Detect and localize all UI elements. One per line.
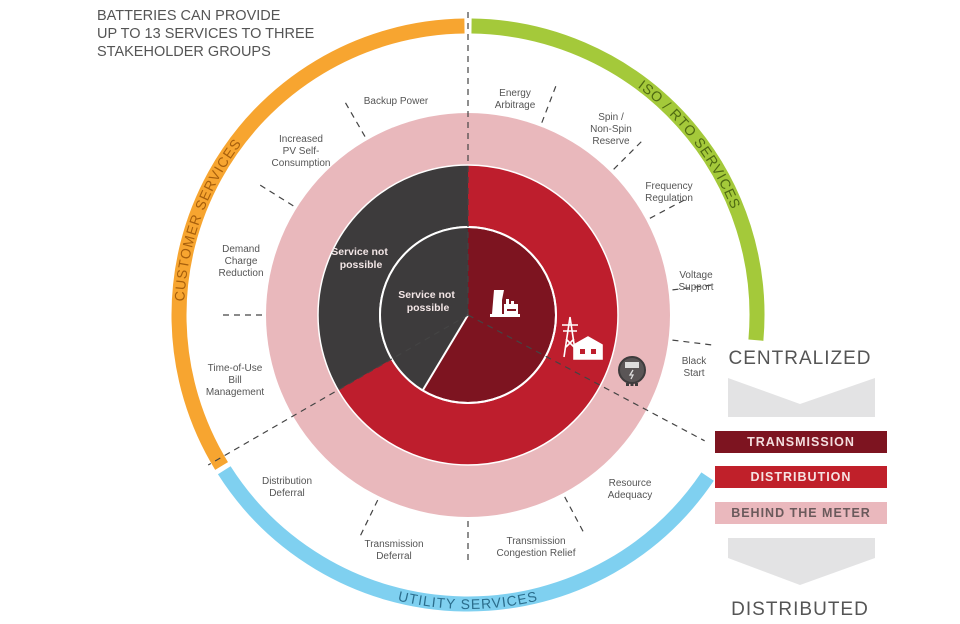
- service-divider: [344, 102, 366, 137]
- chevron-down-bottom: [728, 538, 875, 585]
- transmission-not-possible-sector: [379, 227, 468, 391]
- service-divider: [360, 499, 379, 536]
- service-divider: [541, 86, 557, 123]
- group-divider-left: [207, 314, 469, 466]
- sector-divider: [421, 314, 469, 391]
- transmission-tower-house-icon: [562, 316, 603, 360]
- legend-behind-the-meter-bar: [715, 502, 887, 524]
- group-divider-right: [467, 314, 705, 442]
- utility-services-arc: [217, 466, 714, 612]
- service-divider: [564, 496, 584, 532]
- legend-distribution-bar: [715, 466, 887, 488]
- service-dividers: [207, 12, 712, 560]
- diagram-title: BATTERIES CAN PROVIDE UP TO 13 SERVICES …: [97, 8, 318, 60]
- legend-distribution-label: DISTRIBUTION: [751, 470, 852, 484]
- chevron-down-top: [728, 378, 875, 417]
- service-divider: [259, 184, 294, 207]
- distribution-not-possible-label: Service not possible: [331, 246, 391, 271]
- distributed-label: DISTRIBUTED: [731, 599, 869, 620]
- electric-meter-icon: [618, 356, 646, 386]
- power-plant-icon: [490, 290, 520, 317]
- legend-behind-the-meter-label: BEHIND THE METER: [731, 506, 871, 520]
- utility-services-label: UTILITY SERVICES: [397, 588, 539, 612]
- transmission-not-possible-label: Service not possible: [398, 289, 458, 314]
- centralized-label: CENTRALIZED: [729, 348, 872, 369]
- ring-divider: [317, 164, 619, 466]
- iso-rto-services-arc: [471, 18, 765, 341]
- legend-transmission-bar: [715, 431, 887, 453]
- service-divider: [672, 339, 712, 346]
- legend-transmission-label: TRANSMISSION: [747, 435, 855, 449]
- customer-services-arc: [171, 18, 465, 470]
- service-backup-power: Backup Power: [364, 96, 429, 107]
